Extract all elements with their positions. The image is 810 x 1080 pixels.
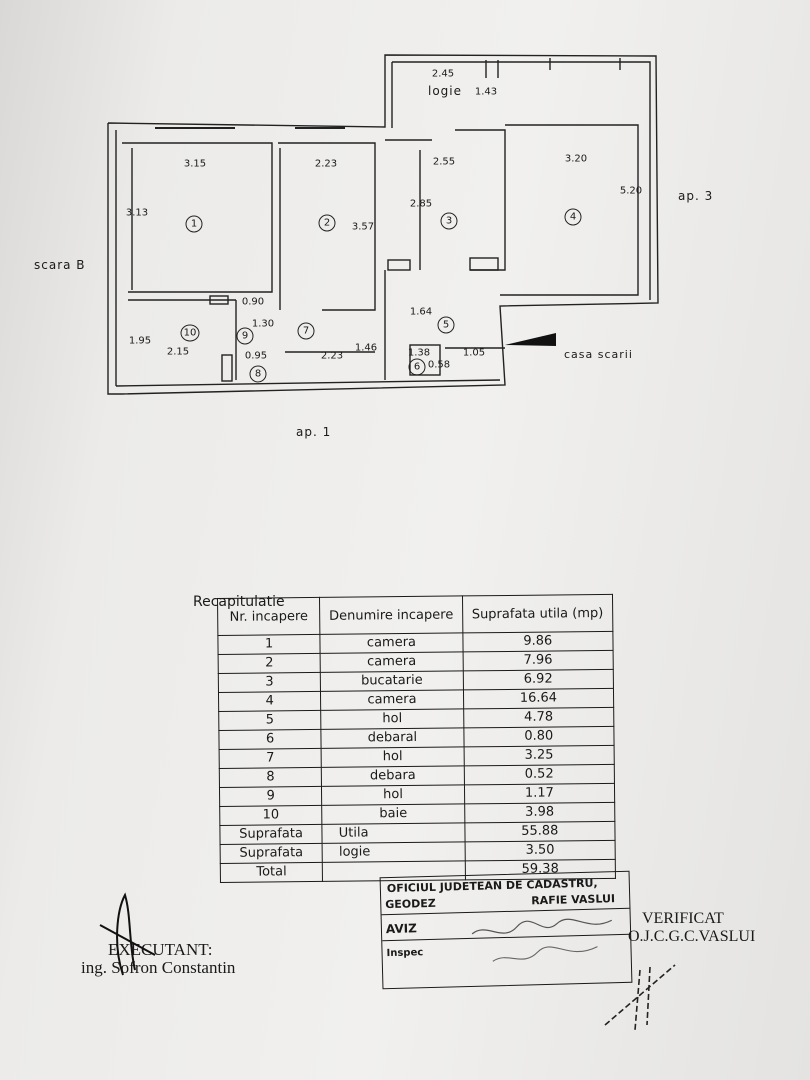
summary-label: Suprafata [219, 824, 323, 845]
summary-sub: logie [322, 841, 465, 863]
verifier-signature [604, 964, 676, 1031]
dimension-label: 1.43 [474, 86, 498, 98]
dimension-label: 1.46 [354, 342, 378, 354]
room-number: 5 [437, 316, 455, 334]
dimension-label: 0.95 [244, 350, 268, 362]
row-nr: 9 [219, 786, 322, 807]
recap-table: Nr. incapere Denumire incapere Suprafata… [217, 594, 616, 883]
stair-b-label: scara B [34, 258, 86, 272]
row-name: camera [320, 632, 463, 654]
row-name: hol [320, 708, 464, 730]
apartment-3-label: ap. 3 [678, 189, 714, 203]
dimension-label: 3.15 [183, 158, 207, 170]
dimension-label: 0.58 [427, 359, 451, 371]
row-area: 6.92 [462, 669, 614, 690]
recap-title: Recapitulatie [193, 594, 285, 610]
row-area: 7.96 [462, 650, 614, 671]
room-number: 6 [408, 358, 426, 376]
row-nr: 8 [219, 767, 322, 788]
dimension-label: 2.55 [432, 156, 456, 168]
row-area: 0.52 [463, 764, 615, 785]
dimension-label: 1.38 [407, 347, 431, 359]
row-area: 0.80 [463, 726, 615, 747]
row-area: 9.86 [462, 631, 614, 652]
verified-office: O.J.C.G.C.VASLUI [628, 928, 756, 945]
dimension-label: 3.13 [125, 207, 149, 219]
stamp-line-inspector: Inspec [386, 947, 424, 960]
executant-signature [99, 892, 156, 976]
verified-label: VERIFICAT [642, 910, 724, 927]
room-number: 7 [297, 322, 315, 340]
room-number: 8 [249, 365, 267, 383]
row-nr: 10 [219, 805, 323, 826]
apartment-1-label: ap. 1 [296, 425, 332, 439]
row-name: debaral [321, 727, 464, 749]
row-nr: 4 [218, 691, 321, 712]
summary-area: 3.50 [464, 840, 616, 861]
room-number: 1 [185, 215, 203, 233]
dimension-label: 2.45 [431, 68, 455, 80]
column-header: Nr. incapere [217, 597, 321, 636]
dimension-label: 1.95 [128, 335, 152, 347]
dimension-label: 1.64 [409, 306, 433, 318]
stamp-line-geodez: GEODEZ [385, 896, 436, 912]
row-name: camera [320, 651, 463, 673]
row-name: baie [321, 803, 465, 825]
room-number: 9 [236, 327, 254, 345]
row-nr: 2 [218, 653, 321, 674]
room-number: 2 [318, 214, 336, 232]
row-nr: 3 [218, 672, 321, 693]
room-number: 10 [180, 324, 200, 342]
row-area: 3.25 [463, 745, 615, 766]
dimension-label: 0.90 [241, 296, 265, 308]
row-nr: 1 [217, 634, 321, 655]
row-nr: 6 [218, 729, 322, 750]
dimension-label: 3.20 [564, 153, 588, 165]
room-number: 4 [564, 208, 582, 226]
stamp-line-office: OFICIUL JUDETEAN DE CADASTRU, [386, 876, 598, 896]
dimension-label: 2.15 [166, 346, 190, 358]
summary-area: 55.88 [464, 821, 616, 842]
row-area: 4.78 [463, 707, 614, 728]
summary-sub: Utila [322, 822, 465, 844]
floor-plan [107, 54, 659, 395]
dimension-label: 1.05 [462, 347, 486, 359]
row-nr: 5 [218, 710, 322, 731]
dimension-label: 1.30 [251, 318, 275, 330]
row-name: bucatarie [320, 670, 464, 692]
room-number: 3 [440, 212, 458, 230]
row-name: debara [321, 765, 465, 787]
cadastre-stamp: OFICIUL JUDETEAN DE CADASTRU, GEODEZ RAF… [379, 870, 633, 990]
row-name: hol [321, 784, 465, 806]
logia-label: logie [428, 84, 463, 98]
column-header: Denumire incapere [319, 595, 463, 635]
stamp-line-vaslui: RAFIE VASLUI [531, 892, 616, 908]
stamp-handwriting [471, 918, 613, 962]
summary-label: Suprafata [220, 843, 323, 864]
dimension-label: 2.85 [409, 198, 433, 210]
dimension-label: 2.23 [320, 350, 344, 362]
row-area: 1.17 [464, 783, 615, 804]
stairwell-label: casa scarii [564, 348, 633, 361]
row-area: 3.98 [464, 802, 615, 823]
stamp-line-aviz: AVIZ [385, 921, 418, 937]
row-name: camera [320, 689, 464, 711]
dimension-label: 2.23 [314, 158, 338, 170]
row-nr: 7 [219, 748, 322, 769]
dimension-label: 5.20 [619, 185, 643, 197]
dimension-label: 3.57 [351, 221, 375, 233]
column-header: Suprafata utila (mp) [462, 594, 613, 633]
row-area: 16.64 [463, 688, 614, 709]
row-name: hol [321, 746, 464, 768]
table-header-row: Nr. incapere Denumire incapere Suprafata… [217, 594, 613, 636]
summary-label: Total [220, 862, 323, 883]
